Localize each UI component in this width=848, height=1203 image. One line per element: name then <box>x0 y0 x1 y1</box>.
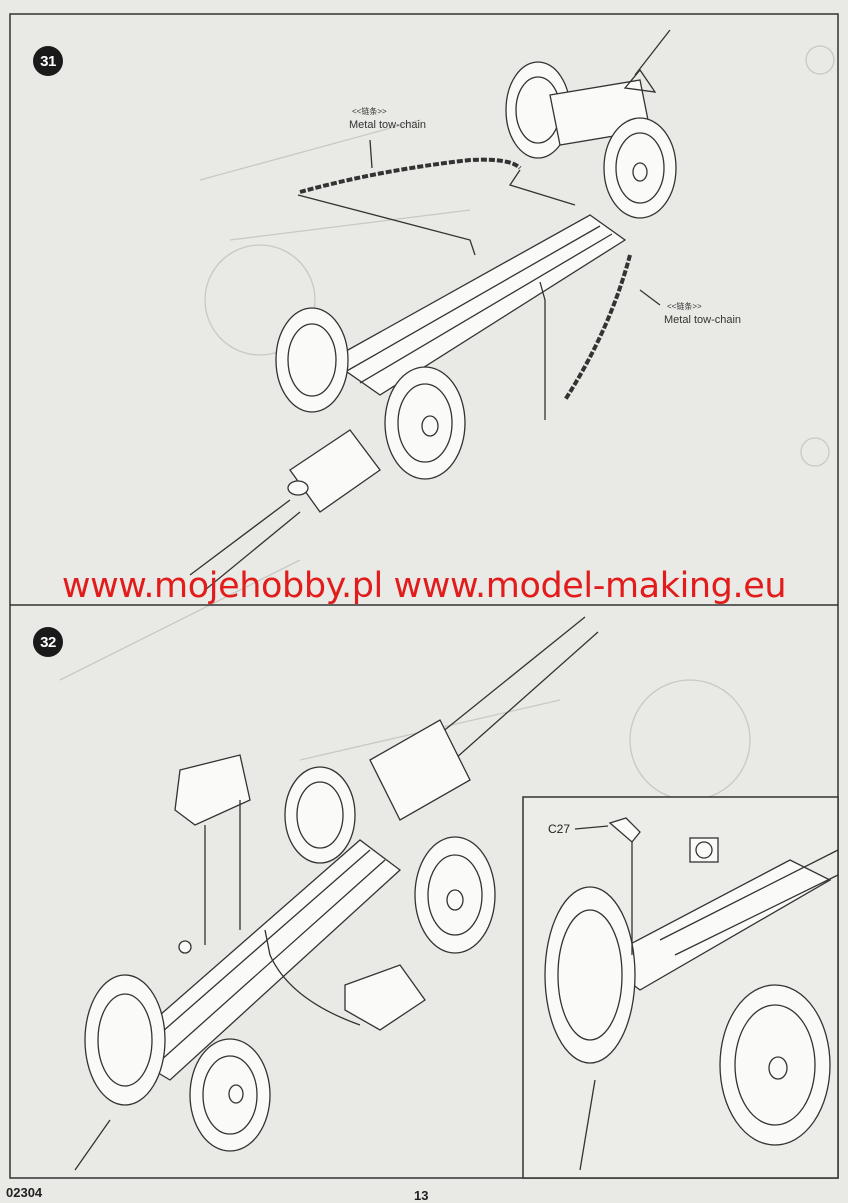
detail-inset-artwork <box>544 817 839 1171</box>
bracket-part <box>344 964 426 1031</box>
wheel <box>275 307 349 413</box>
chain-label-en: Metal tow-chain <box>664 314 742 326</box>
step31-assembly <box>189 29 677 591</box>
bracket-part <box>174 754 251 826</box>
part-number-label: C27 <box>548 822 571 836</box>
wheel <box>84 974 166 1106</box>
step32-assembly <box>74 616 599 1171</box>
kit-code: 02304 <box>6 1185 43 1200</box>
tow-chain <box>299 157 522 194</box>
step-number-badge: 31 <box>33 46 63 76</box>
chain-label-en: Metal tow-chain <box>349 119 427 131</box>
page-number: 13 <box>414 1188 429 1203</box>
step-number-badge: 32 <box>33 627 63 657</box>
wheel <box>284 766 356 864</box>
wheel <box>414 836 496 954</box>
tow-chain <box>563 254 632 402</box>
wheel <box>189 1038 271 1152</box>
part-c27-drawing <box>608 817 641 843</box>
wheel <box>384 366 466 480</box>
rear-limber <box>505 29 677 219</box>
chain-label-cn: <<链条>> <box>352 107 387 116</box>
watermark-text: www.mojehobby.pl www.model-making.eu <box>61 566 787 606</box>
page-frame <box>9 13 839 1179</box>
chain-label-cn: <<链条>> <box>667 302 702 311</box>
